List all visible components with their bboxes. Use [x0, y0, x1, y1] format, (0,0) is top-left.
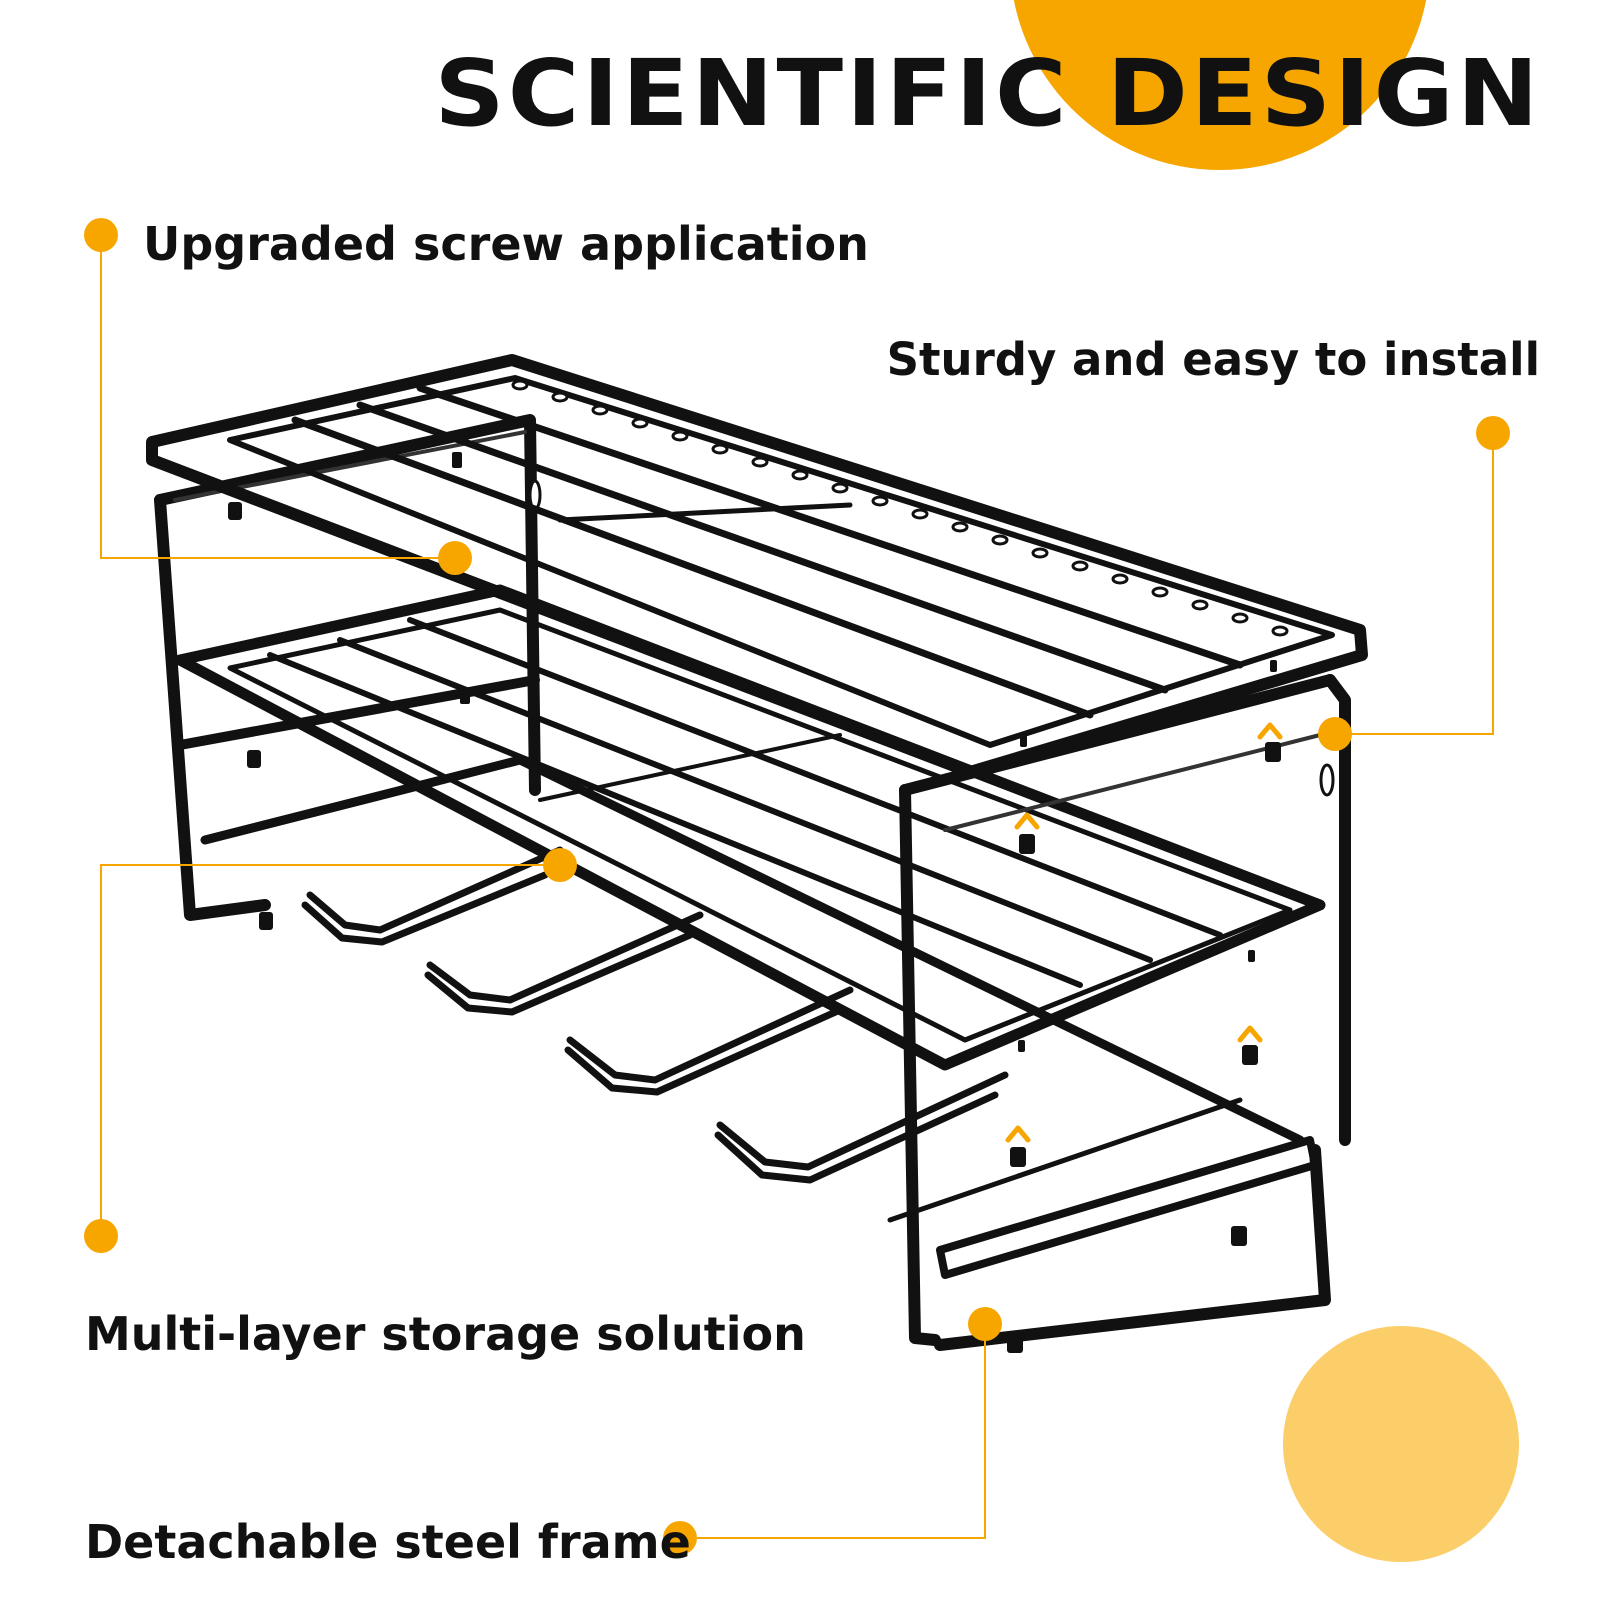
feature-label-storage: Multi-layer storage solution	[85, 1307, 806, 1361]
callout-dot-screw-end	[438, 541, 472, 575]
tool-hooks	[301, 846, 1009, 1184]
screws	[228, 452, 1281, 1353]
feature-label-screw: Upgraded screw application	[143, 217, 869, 271]
feature-label-frame: Detachable steel frame	[85, 1515, 691, 1569]
callout-dot-sturdy-start	[1476, 416, 1510, 450]
tool-rack	[146, 354, 1368, 1353]
top-shelf	[146, 354, 1368, 778]
callout-dot-multi-end	[543, 848, 577, 882]
callouts	[100, 235, 1494, 1539]
callout-dot-steel-end	[663, 1521, 697, 1555]
top-shelf-holes	[511, 379, 1289, 637]
install-arrows	[1005, 722, 1283, 1143]
right-side-bracket	[899, 674, 1351, 1351]
callout-dot-multi-start	[84, 1219, 118, 1253]
decorative-circle-bottom	[1283, 1326, 1519, 1562]
feature-label-install: Sturdy and easy to install	[886, 333, 1540, 386]
callout-dot-screw-start	[84, 218, 118, 252]
callout-dot-steel-start	[968, 1307, 1002, 1341]
middle-shelf	[174, 584, 1326, 1071]
callout-dots	[84, 218, 1510, 1555]
callout-dot-sturdy-end	[1318, 717, 1352, 751]
bottom-hook-rail	[200, 755, 1319, 1279]
page-title: SCIENTIFIC DESIGN	[434, 40, 1542, 147]
